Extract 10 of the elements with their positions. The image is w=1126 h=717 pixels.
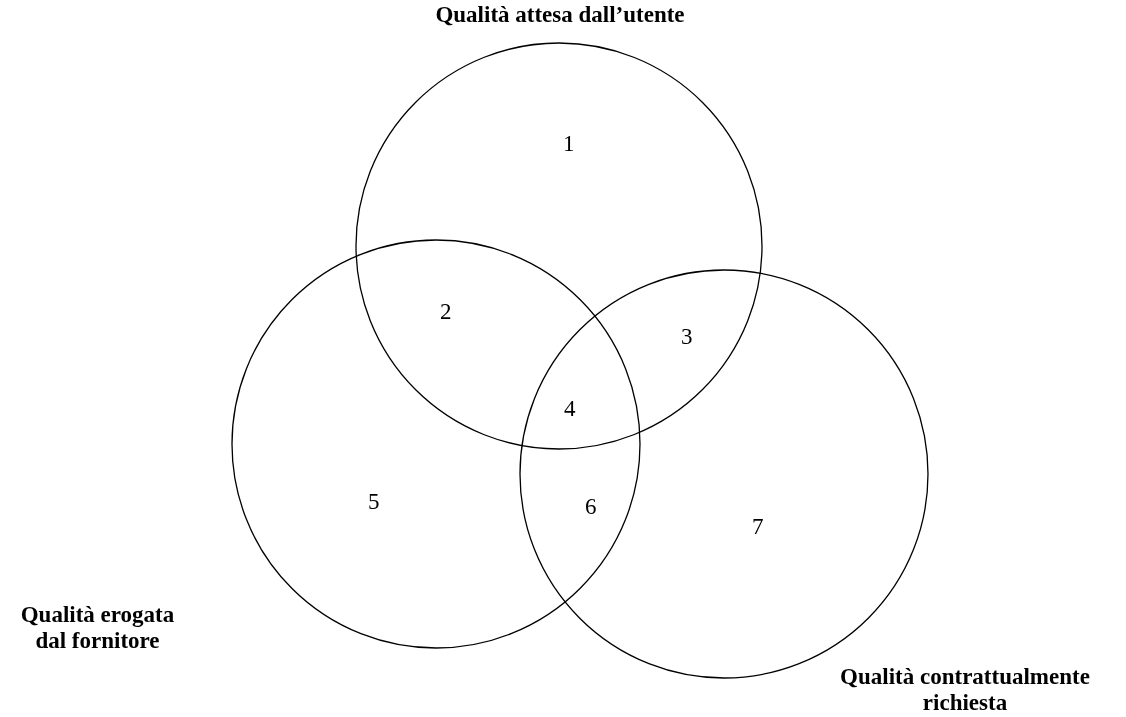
region-number: 7 [752, 514, 764, 540]
set-title: Qualità erogata dal fornitore [19, 602, 176, 654]
region-number: 3 [681, 324, 693, 350]
region-number: 2 [440, 299, 452, 325]
region-number: 4 [564, 396, 576, 422]
region-number: 1 [563, 131, 575, 157]
region-number: 5 [368, 489, 380, 515]
set-title: Qualità attesa dall’utente [434, 2, 686, 28]
region-number: 6 [585, 494, 597, 520]
set-title: Qualità contrattualmente richiesta [839, 664, 1091, 716]
